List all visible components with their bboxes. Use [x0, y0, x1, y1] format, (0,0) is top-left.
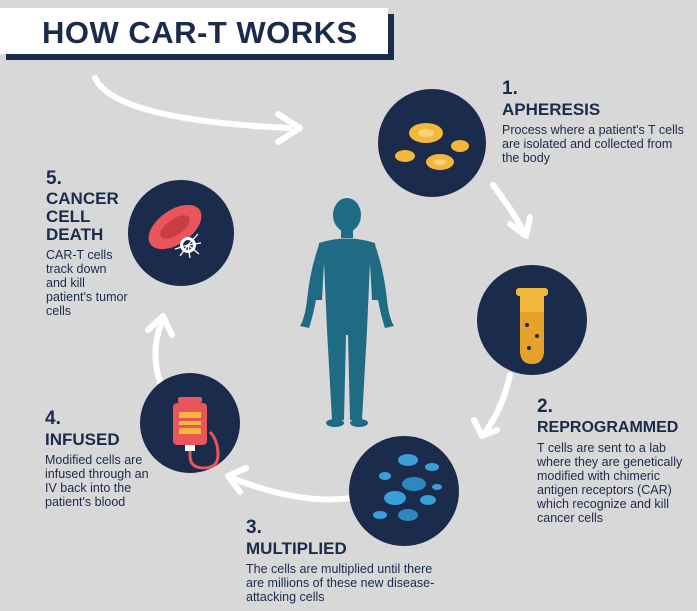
step-number: 3. [246, 517, 262, 538]
title-banner: HOW CAR-T WORKS [0, 8, 388, 54]
human-figure-icon [300, 198, 394, 427]
arrow-1-to-2 [490, 182, 527, 235]
multiplied-cells-icon [349, 436, 459, 546]
intro-arrow [92, 75, 293, 131]
step-heading: REPROGRAMMED [537, 419, 679, 436]
step-description: Process where a patient's T cells are is… [502, 123, 684, 165]
step-number: 2. [537, 396, 553, 417]
arrow-3-to-4 [229, 475, 355, 503]
step-multiplied: 3. MULTIPLIED The cells are multiplied u… [246, 517, 446, 604]
step-number: 4. [45, 408, 61, 429]
t-cells-icon [378, 89, 486, 197]
step-description: T cells are sent to a lab where they are… [537, 441, 683, 525]
step-heading: CANCER CELL DEATH [46, 189, 119, 244]
step-infused: 4. INFUSED Modified cells are infused th… [45, 408, 155, 509]
arrow-4-to-5 [152, 319, 165, 385]
step-description: The cells are multiplied until there are… [246, 562, 435, 604]
iv-bag-icon [140, 373, 240, 473]
step-cancer-cell-death: 5. CANCER CELL DEATH CAR-T cells track d… [46, 168, 128, 318]
arrow-2-to-3 [482, 372, 513, 435]
step-number: 1. [502, 78, 518, 99]
step-apheresis: 1. APHERESIS Process where a patient's T… [502, 78, 692, 165]
step-heading: INFUSED [45, 430, 120, 449]
step-description: CAR-T cells track down and kill patient'… [46, 248, 128, 318]
step-description: Modified cells are infused through an IV… [45, 453, 149, 509]
cycle-arrows [92, 75, 533, 503]
test-tube-icon [477, 265, 587, 375]
cancer-cell-icon [128, 180, 234, 286]
page-title: HOW CAR-T WORKS [42, 15, 358, 50]
step-reprogrammed: 2. REPROGRAMMED T cells are sent to a la… [537, 396, 697, 525]
step-heading: APHERESIS [502, 100, 601, 119]
step-heading: MULTIPLIED [246, 539, 347, 558]
step-number: 5. [46, 168, 62, 189]
